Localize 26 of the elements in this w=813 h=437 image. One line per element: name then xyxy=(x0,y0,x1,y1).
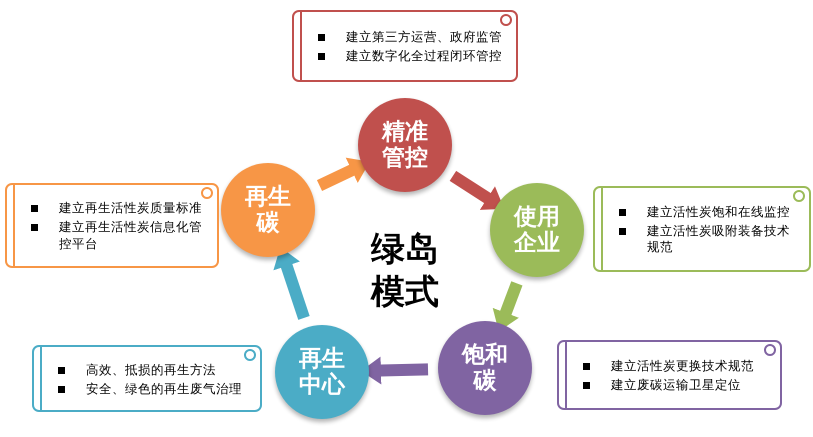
stage-label: 使用企业 xyxy=(512,204,561,256)
bullet-item: 建立再生活性炭信息化管控平台 xyxy=(25,219,207,253)
bullet-item: 高效、抵损的再生方法 xyxy=(52,362,250,378)
scroll-banner xyxy=(5,183,219,268)
bullet-item: 建立活性炭饱和在线监控 xyxy=(613,204,799,221)
center-title: 绿岛模式 xyxy=(369,228,440,313)
stage-circle xyxy=(490,183,584,277)
stage-circle xyxy=(358,98,452,192)
bullet-item: 安全、绿色的再生废气治理 xyxy=(52,380,250,398)
bullet-item: 建立活性炭更换技术规范 xyxy=(577,358,770,375)
stage-label: 饱和碳 xyxy=(460,342,509,394)
stage-label: 精准管控 xyxy=(380,118,429,172)
bullet-item: 建立再生活性炭质量标准 xyxy=(25,200,207,218)
stage-circle xyxy=(221,163,315,257)
stage-label: 再生中心 xyxy=(298,346,346,398)
stage-label: 再生碳 xyxy=(244,184,292,236)
scroll-banner xyxy=(32,345,262,412)
bullet-item: 建立废碳运输卫星定位 xyxy=(577,377,770,394)
scroll-banner xyxy=(557,340,782,410)
stage-circle xyxy=(275,325,369,419)
scroll-banner xyxy=(593,186,811,272)
bullet-item: 建立数字化全过程闭环管控 xyxy=(312,48,506,65)
bullet-item: 建立第三方运营、政府监管 xyxy=(312,29,506,46)
scroll-banner xyxy=(292,10,518,82)
stage-circle xyxy=(438,321,532,415)
bullet-item: 建立活性炭吸附装备技术规范 xyxy=(613,222,799,256)
